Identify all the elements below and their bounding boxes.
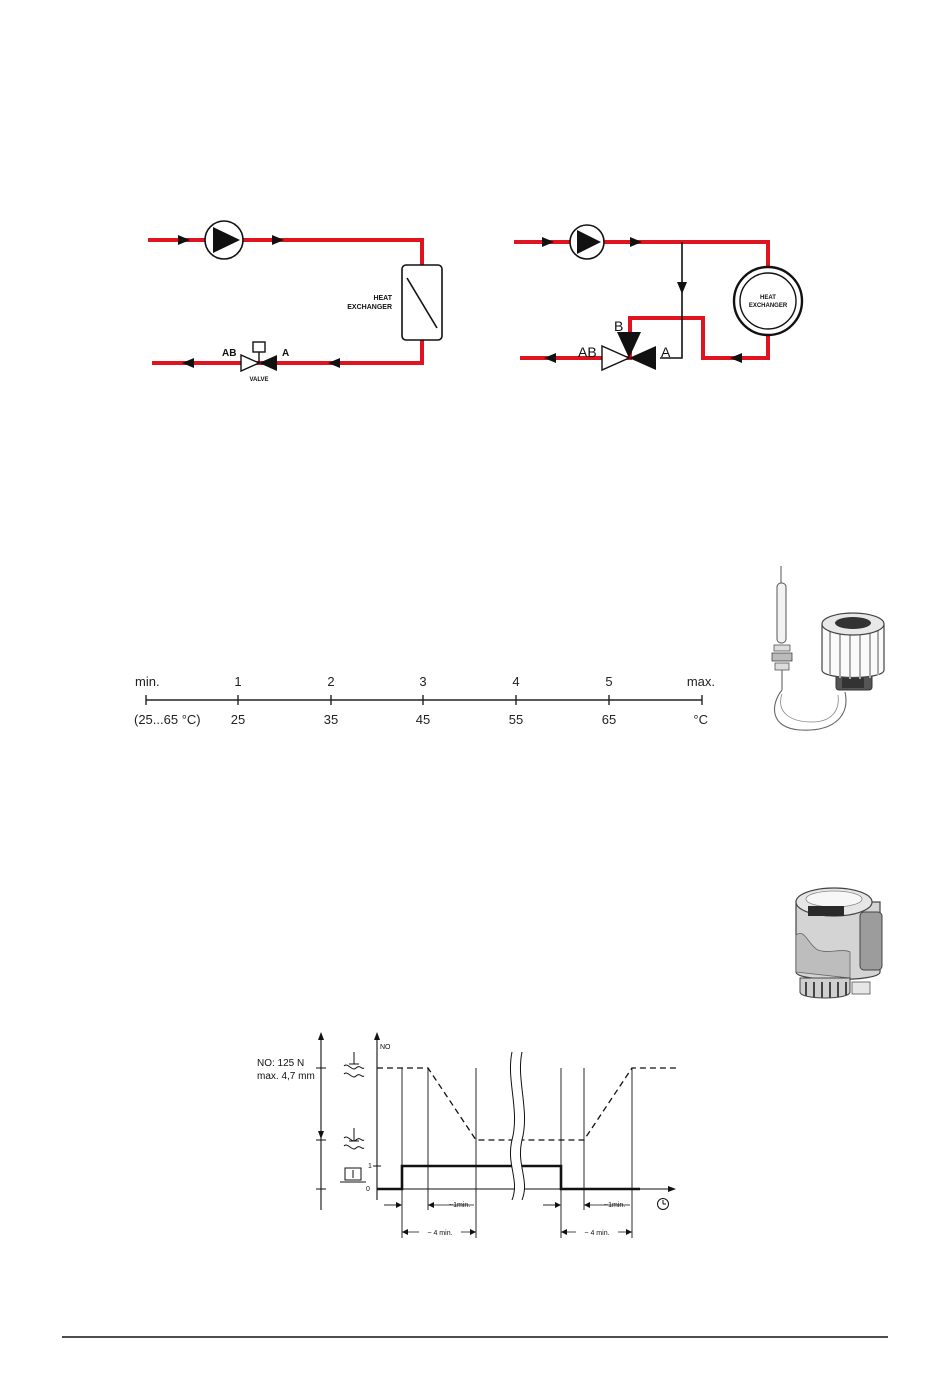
port-a-label: A <box>282 348 289 359</box>
stroke-label: max. 4,7 mm <box>257 1071 315 1082</box>
scale-bottom-label: °C <box>693 712 708 727</box>
thermal-actuator-image <box>796 888 882 998</box>
two-way-valve-circuit: HEAT EXCHANGER AB A VALVE <box>148 221 442 383</box>
flow-arrow-icon <box>542 237 554 247</box>
scale-top-label: 3 <box>419 674 426 689</box>
clock-icon <box>658 1199 669 1210</box>
pump-icon <box>570 225 604 259</box>
axis-arrow-icon <box>318 1032 324 1040</box>
axis-arrow-icon <box>668 1186 676 1192</box>
scale-bottom-label: 45 <box>416 712 430 727</box>
flow-arrow-icon <box>182 358 194 368</box>
bypass-line <box>660 242 682 358</box>
scale-bottom-label: 55 <box>509 712 523 727</box>
power-supply-icon <box>340 1168 366 1182</box>
pump-icon <box>205 221 243 259</box>
arrow-icon <box>555 1202 561 1208</box>
hx-label-line1: HEAT <box>373 295 392 302</box>
flow-arrow-icon <box>677 282 687 294</box>
port-ab-label: AB <box>222 348 236 359</box>
port-ab-label: AB <box>578 344 597 360</box>
arrow-icon <box>470 1229 476 1235</box>
power-signal <box>377 1166 640 1189</box>
duration-1min-label: ~1min. <box>604 1202 625 1209</box>
arrow-icon <box>626 1229 632 1235</box>
no-axis-label: NO <box>380 1044 391 1051</box>
valve-closed-icon <box>344 1128 364 1149</box>
hx-label-line2: EXCHANGER <box>347 304 392 311</box>
hx-label-line1: HEAT <box>760 295 776 301</box>
duration-1min-label: ~1min. <box>449 1202 470 1209</box>
arrow-icon <box>402 1229 408 1235</box>
thermostatic-head-image <box>772 566 884 730</box>
duration-4min-label: ~ 4 min. <box>427 1230 452 1237</box>
actuator-timing-diagram: NO: 125 N max. 4,7 mm NO 1 0 <box>257 1032 676 1238</box>
force-label: NO: 125 N <box>257 1058 304 1069</box>
supply-pipe-2 <box>514 242 768 272</box>
scale-top-label: max. <box>687 674 715 689</box>
duration-4min-label: ~ 4 min. <box>584 1230 609 1237</box>
scale-bottom-label: 25 <box>231 712 245 727</box>
flow-arrow-icon <box>272 235 284 245</box>
supply-pipe-1 <box>148 240 422 265</box>
scale-top-label: 5 <box>605 674 612 689</box>
flow-arrow-icon <box>328 358 340 368</box>
flow-arrow-icon <box>630 237 642 247</box>
heat-exchanger-icon <box>734 267 802 335</box>
stroke-arrow-icon <box>318 1131 324 1139</box>
stroke-curve <box>377 1068 676 1140</box>
time-break-marker <box>510 1052 524 1200</box>
scale-top-label: 4 <box>512 674 519 689</box>
valve-open-icon <box>344 1052 364 1077</box>
port-b-label: B <box>614 318 623 334</box>
level-0-label: 0 <box>366 1186 370 1193</box>
hx-label-line2: EXCHANGER <box>749 303 788 309</box>
flow-arrow-icon <box>178 235 190 245</box>
heat-exchanger-icon <box>402 265 442 340</box>
axis-arrow-icon <box>374 1032 380 1040</box>
three-way-valve-icon <box>602 332 656 370</box>
temperature-scale: min. 1 2 3 4 5 max. (25...65 °C) 25 35 4… <box>134 674 715 727</box>
level-1-label: 1 <box>368 1163 372 1170</box>
arrow-icon <box>584 1202 590 1208</box>
flow-arrow-icon <box>544 353 556 363</box>
two-way-valve-icon <box>241 342 277 371</box>
arrow-icon <box>396 1202 402 1208</box>
valve-label: VALVE <box>249 377 268 383</box>
scale-bottom-label: (25...65 °C) <box>134 712 201 727</box>
flow-arrow-icon <box>730 353 742 363</box>
scale-bottom-label: 65 <box>602 712 616 727</box>
scale-top-label: 2 <box>327 674 334 689</box>
scale-top-label: min. <box>135 674 160 689</box>
port-a-label: A <box>661 344 671 360</box>
scale-top-label: 1 <box>234 674 241 689</box>
three-way-valve-circuit: HEAT EXCHANGER B AB A <box>514 225 802 370</box>
arrow-icon <box>561 1229 567 1235</box>
arrow-icon <box>428 1202 434 1208</box>
scale-bottom-label: 35 <box>324 712 338 727</box>
